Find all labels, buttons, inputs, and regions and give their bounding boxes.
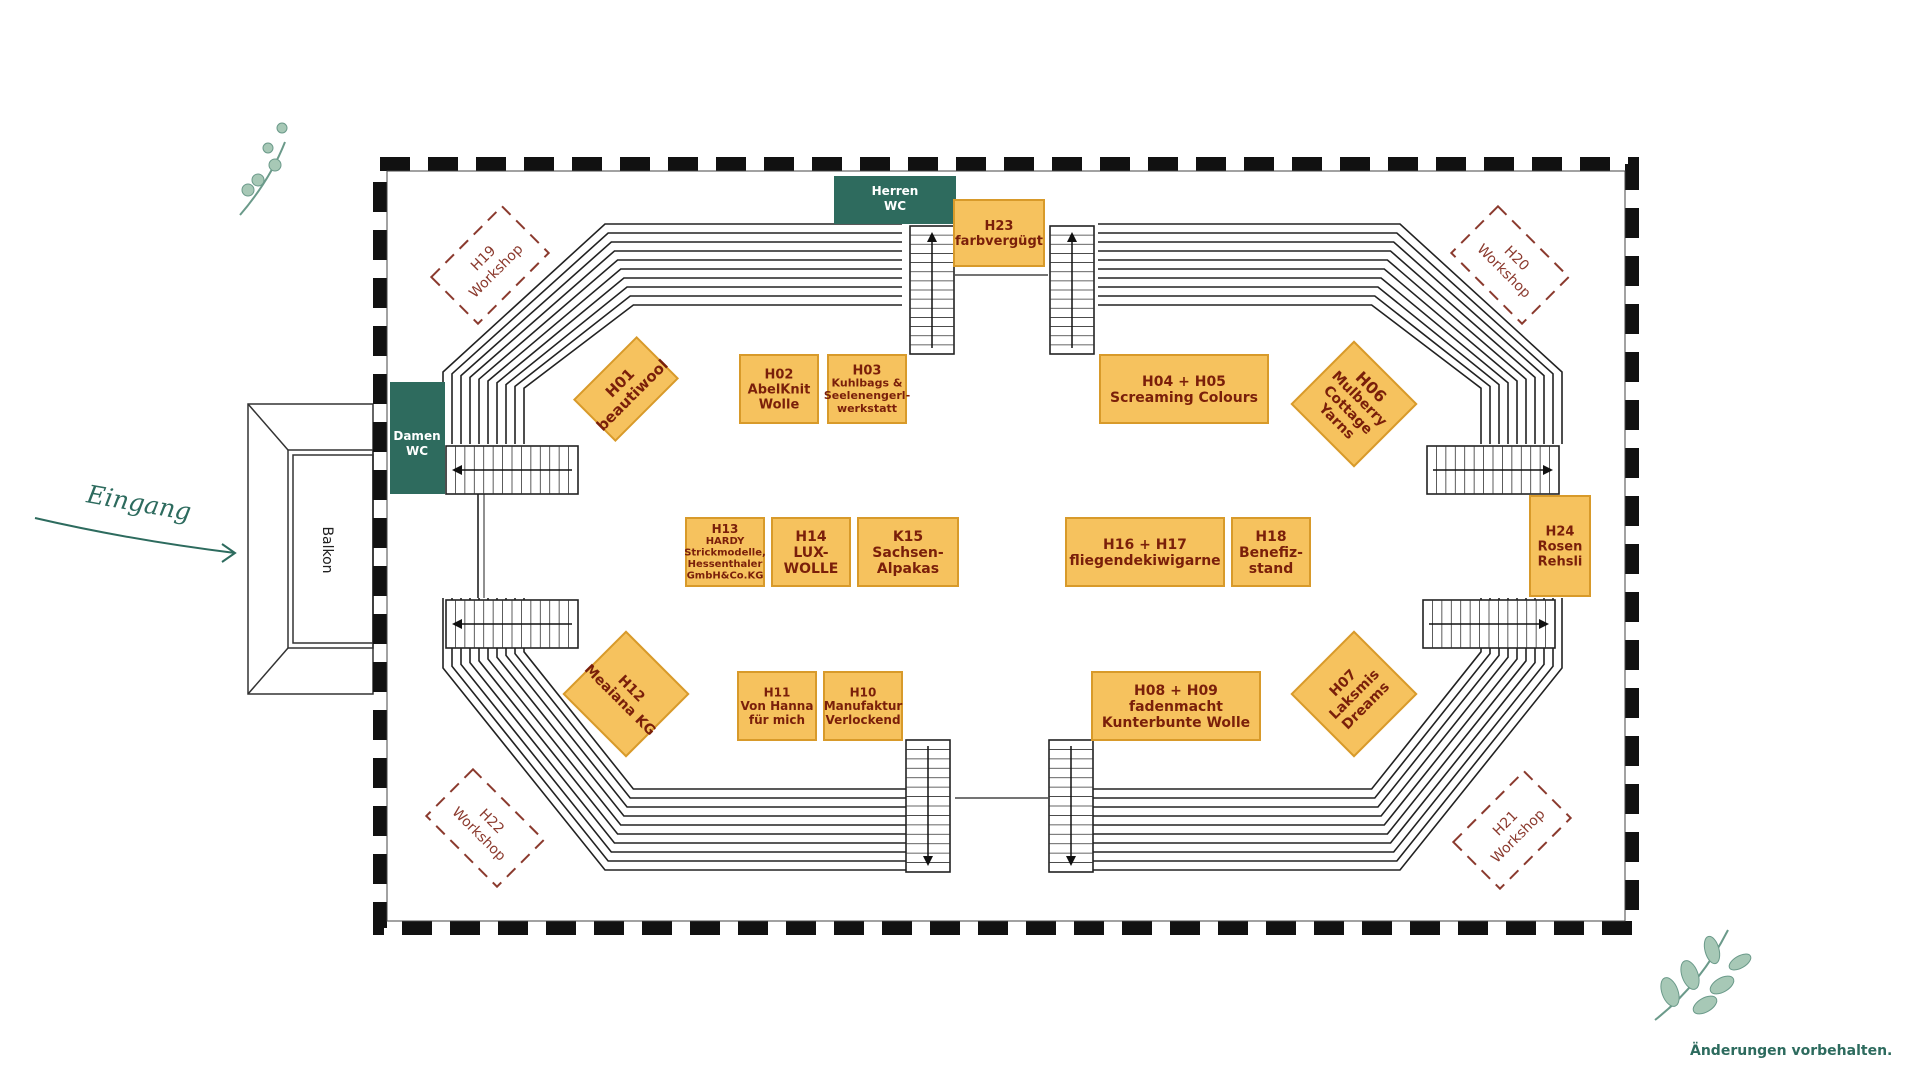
- booth-k15-label-3: Alpakas: [877, 561, 939, 577]
- booth-h02-label-2: AbelKnit: [748, 383, 811, 398]
- booth-h04-h05-label-1: H04 + H05: [1142, 374, 1226, 390]
- booth-h13-label-3: Strickmodelle,: [684, 548, 766, 559]
- disclaimer-text: Änderungen vorbehalten.: [1690, 1043, 1893, 1059]
- booth-h10-label-1: H10: [850, 685, 877, 699]
- booth-h24-label-2: Rosen: [1538, 540, 1583, 555]
- booth-h16-h17-label-1: H16 + H17: [1103, 537, 1187, 553]
- booth-h23-label-2: farbvergügt: [955, 234, 1043, 249]
- booth-h08-h09-label-3: Kunterbunte Wolle: [1102, 715, 1250, 731]
- booth-h08-h09-label-2: fadenmacht: [1129, 699, 1223, 715]
- booth-h24-label-1: H24: [1546, 525, 1575, 540]
- stair-block: [445, 445, 579, 495]
- building-wall: [373, 157, 1639, 935]
- booth-h03-label-2: Kuhlbags &: [832, 377, 903, 390]
- booth-h08-h09-label-1: H08 + H09: [1134, 683, 1218, 699]
- booth-h13-label-4: Hessenthaler: [688, 559, 763, 570]
- booth-h03-label-3: Seelenengerl-: [824, 389, 910, 402]
- damen-wc-label-1: Damen: [393, 429, 440, 443]
- stair-block: [1422, 599, 1556, 649]
- booth-h02-label-1: H02: [765, 368, 794, 383]
- herren-wc-label-1: Herren: [872, 184, 919, 198]
- booth-h10-label-3: Verlockend: [825, 713, 900, 727]
- branch-decoration-icon: [239, 122, 288, 216]
- booth-h18-label-1: H18: [1255, 529, 1286, 545]
- booth-h13-label-2: HARDY: [706, 536, 745, 547]
- booth-h13-label-1: H13: [712, 522, 739, 536]
- booth-h14-label-1: H14: [795, 529, 826, 545]
- herren-wc: Herren WC: [834, 176, 956, 224]
- booth-h04-h05-label-2: Screaming Colours: [1110, 390, 1258, 406]
- workshop-h21: H21 Workshop: [1451, 769, 1573, 891]
- stair-block: [1049, 225, 1095, 355]
- stair-block: [905, 739, 951, 873]
- workshop-h22: H22 Workshop: [424, 767, 546, 889]
- booth-h23-label-1: H23: [985, 219, 1014, 234]
- herren-wc-label-2: WC: [884, 199, 906, 213]
- booth-h11-label-2: Von Hanna: [741, 699, 814, 713]
- booth-h11-label-1: H11: [764, 685, 791, 699]
- stair-block: [909, 225, 955, 355]
- stair-block: [1048, 739, 1094, 873]
- seating-tiers: [442, 223, 1563, 871]
- booth-h11-label-3: für mich: [749, 713, 805, 727]
- booth-h16-h17-label-2: fliegendekiwigarne: [1069, 553, 1220, 569]
- balcony: [247, 403, 374, 695]
- entrance-label: Eingang: [84, 479, 194, 526]
- booth-k15-label-2: Sachsen-: [872, 545, 944, 561]
- booth-h03-label-4: werkstatt: [837, 402, 897, 415]
- booth-h13[interactable]: H13HARDYStrickmodelle,HessenthalerGmbH&C…: [684, 517, 766, 587]
- booth-h02-label-3: Wolle: [759, 398, 800, 413]
- damen-wc: Damen WC: [390, 382, 445, 494]
- booth-h03-label-1: H03: [853, 364, 882, 379]
- booth-h13-label-5: GmbH&Co.KG: [687, 571, 764, 582]
- stair-block: [1426, 445, 1560, 495]
- booth-h14-label-2: LUX-: [793, 545, 828, 561]
- stairs: [445, 225, 1560, 873]
- entrance-arrow-icon: [34, 517, 237, 563]
- workshop-h19: H19 Workshop: [429, 204, 551, 326]
- booth-h18-label-2: Benefiz-: [1239, 545, 1303, 561]
- stair-block: [445, 599, 579, 649]
- booth-k15-label-1: K15: [893, 529, 923, 545]
- booth-h10-label-2: Manufaktur: [824, 699, 903, 713]
- workshop-h20: H20 Workshop: [1449, 204, 1571, 326]
- leaf-decoration-icon: [1654, 929, 1752, 1021]
- balcony-label: Balkon: [319, 526, 335, 573]
- booth-h24-label-3: Rehsli: [1538, 555, 1583, 570]
- damen-wc-label-2: WC: [406, 444, 428, 458]
- booth-h18-label-3: stand: [1249, 561, 1293, 577]
- booth-h14-label-3: WOLLE: [784, 561, 839, 577]
